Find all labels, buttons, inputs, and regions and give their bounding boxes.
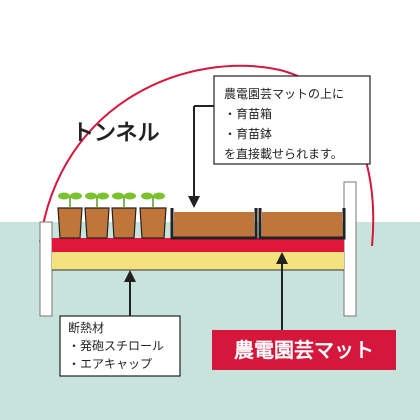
seedling-tray-right: [258, 208, 346, 240]
insulation-callout-line3: ・エアキャップ: [68, 357, 152, 371]
left-post: [39, 221, 53, 317]
seedling-tray-left: [170, 208, 258, 240]
arrow-up-icon: [276, 252, 288, 332]
insulation-callout-box: [59, 315, 181, 377]
heating-mat-layer: [52, 238, 344, 252]
insulation-callout-line2: ・発砲スチロール: [68, 339, 164, 353]
seedling-pot-icon: [111, 192, 137, 239]
top-callout-line1: 農電園芸マットの上に: [224, 87, 344, 101]
insulation-layer: [52, 252, 344, 270]
product-badge-label: 農電園芸マット: [234, 338, 374, 362]
arrow-up-icon: [124, 270, 136, 318]
seedling-pot-icon: [57, 192, 83, 239]
product-badge: [212, 330, 396, 370]
seedling-pot-icon: [139, 192, 167, 239]
top-callout-line3: ・育苗鉢: [224, 126, 272, 141]
top-callout-line4: を直接載せられます。: [224, 146, 343, 161]
insulation-callout-line1: 断熱材: [68, 320, 104, 335]
top-callout-box: [213, 75, 371, 165]
tunnel-label: トンネル: [72, 121, 160, 146]
arrow-down-icon: [188, 105, 214, 208]
seedling-pot-icon: [84, 192, 110, 239]
top-callout-line2: ・育苗箱: [224, 106, 272, 121]
right-post: [343, 181, 357, 317]
